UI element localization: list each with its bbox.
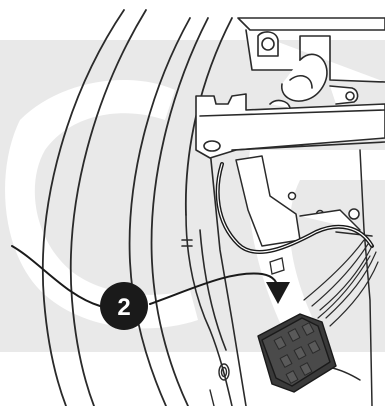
callout-2: 2	[100, 282, 148, 330]
callout-2-label: 2	[117, 294, 130, 321]
